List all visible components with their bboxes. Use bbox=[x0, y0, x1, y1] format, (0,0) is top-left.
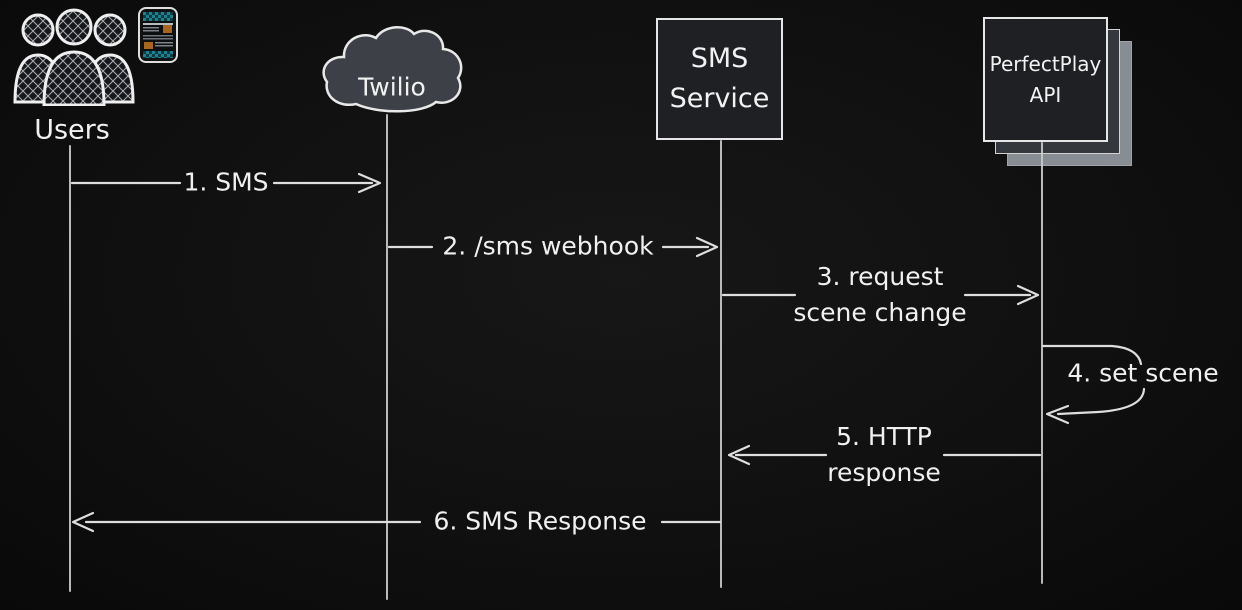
message-label-5-line2: response bbox=[827, 458, 941, 487]
actor-box-sms-service: SMS Service bbox=[656, 18, 783, 140]
actor-label-users: Users bbox=[34, 114, 110, 146]
users-group-icon bbox=[8, 6, 140, 106]
message-label-3-line1: 3. request bbox=[816, 262, 944, 291]
actor-box-perfectplay-api: PerfectPlay API bbox=[983, 17, 1108, 142]
message-label-5-line1: 5. HTTP bbox=[836, 422, 932, 451]
message-label-4: 4. set scene bbox=[1067, 358, 1219, 388]
perfectplay-line1: PerfectPlay bbox=[989, 51, 1102, 76]
phone-icon bbox=[137, 6, 179, 64]
actor-label-twilio: Twilio bbox=[358, 72, 426, 102]
sms-service-line2: Service bbox=[669, 83, 770, 114]
twilio-cloud bbox=[318, 22, 468, 117]
sms-service-line1: SMS bbox=[690, 43, 749, 74]
lifeline-twilio bbox=[386, 114, 388, 600]
message-label-1: 1. SMS bbox=[183, 167, 269, 197]
message-label-3-line2: scene change bbox=[793, 298, 967, 327]
message-label-5: 5. HTTP response bbox=[827, 419, 941, 491]
message-label-6: 6. SMS Response bbox=[433, 506, 647, 536]
lifeline-users bbox=[69, 145, 71, 592]
lifeline-sms-service bbox=[720, 140, 722, 588]
lifeline-perfectplay bbox=[1041, 142, 1043, 584]
message-label-3: 3. request scene change bbox=[793, 259, 966, 331]
perfectplay-line2: API bbox=[1029, 82, 1062, 107]
message-label-2: 2. /sms webhook bbox=[442, 231, 654, 261]
